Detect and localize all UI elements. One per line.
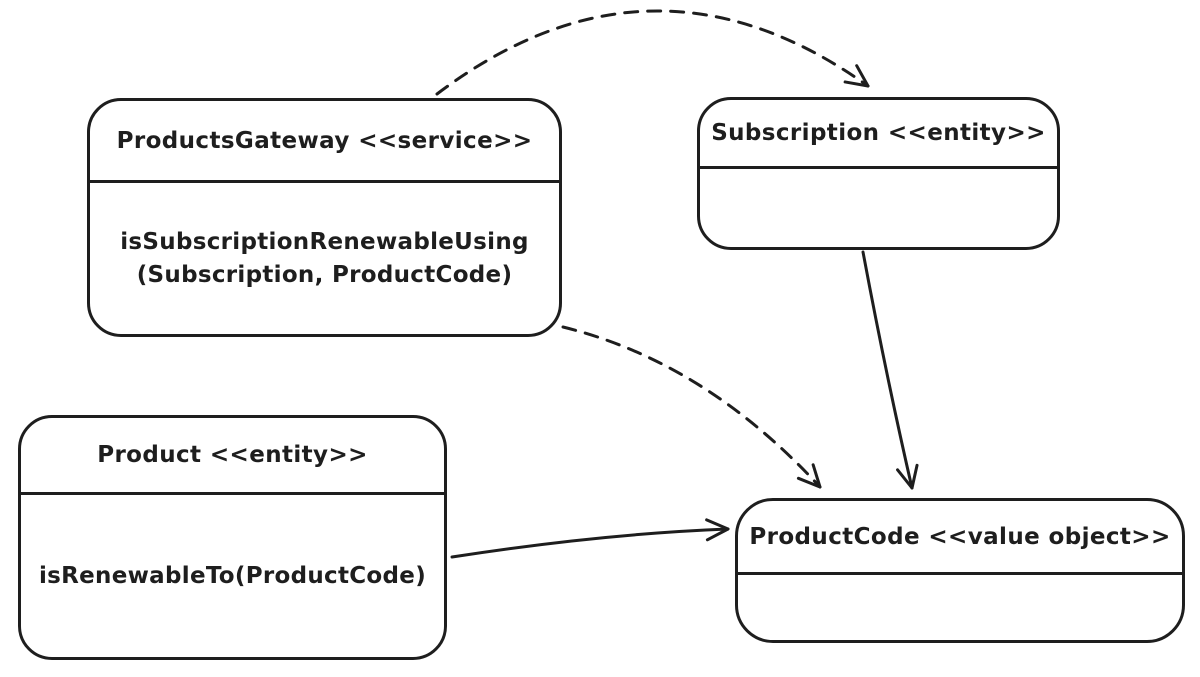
- method-line: isRenewableTo(ProductCode): [38, 562, 427, 589]
- class-box-product-code: ProductCode <<value object>>: [735, 498, 1185, 643]
- class-body-product-code: [738, 575, 1182, 640]
- class-title-product: Product <<entity>>: [21, 418, 444, 495]
- class-body-subscription: [700, 169, 1057, 247]
- edge-gateway-to-productcode-dashed: [561, 325, 822, 489]
- class-title-product-code: ProductCode <<value object>>: [738, 501, 1182, 575]
- edge-subscription-to-productcode-solid: [861, 250, 919, 490]
- class-box-subscription: Subscription <<entity>>: [697, 97, 1060, 250]
- class-box-product: Product <<entity>> isRenewableTo(Product…: [18, 415, 447, 660]
- class-body-product: isRenewableTo(ProductCode): [21, 495, 444, 657]
- method-line: (Subscription, ProductCode): [136, 261, 513, 288]
- class-body-products-gateway: isSubscriptionRenewableUsing (Subscripti…: [90, 183, 559, 334]
- class-title-subscription: Subscription <<entity>>: [700, 100, 1057, 169]
- edge-product-to-productcode-solid: [450, 518, 730, 559]
- method-line: isSubscriptionRenewableUsing: [120, 228, 529, 255]
- class-box-products-gateway: ProductsGateway <<service>> isSubscripti…: [87, 98, 562, 337]
- edge-gateway-to-subscription-dashed: [435, 9, 870, 96]
- class-title-products-gateway: ProductsGateway <<service>>: [90, 101, 559, 183]
